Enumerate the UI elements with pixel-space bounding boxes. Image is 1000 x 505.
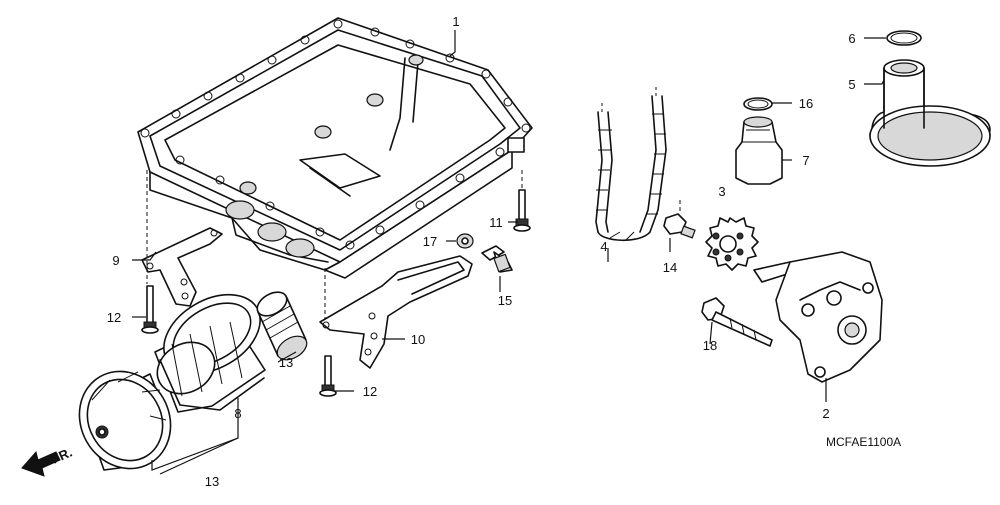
oil-filter-boss-13 <box>256 291 308 361</box>
oil-pump-assembly-2 <box>753 251 883 383</box>
callout-12-center: 12 <box>363 384 377 399</box>
flange-bolt-12-center <box>319 355 337 397</box>
callout-17: 17 <box>423 234 437 249</box>
o-ring-16 <box>743 97 773 111</box>
front-direction-arrow: FR. <box>21 445 74 477</box>
callout-15: 15 <box>498 293 512 308</box>
oil-pump-bolt-18 <box>701 297 773 347</box>
oil-filter-rear-8 <box>154 293 266 413</box>
callout-11: 11 <box>489 215 503 230</box>
callout-14: 14 <box>663 260 677 275</box>
oil-strainer-5 <box>869 59 991 167</box>
callout-4: 4 <box>600 239 607 254</box>
oil-pump-sprocket-3 <box>705 217 759 271</box>
callout-16: 16 <box>799 96 813 111</box>
oil-pan <box>137 17 533 279</box>
callout-5: 5 <box>848 77 855 92</box>
callout-13-filter: 13 <box>205 474 219 489</box>
callout-10: 10 <box>411 332 425 347</box>
callout-3: 3 <box>718 184 725 199</box>
oil-filter-front-13 <box>78 370 172 471</box>
callout-labels: 1 2 3 4 5 6 7 8 9 10 11 12 12 13 13 14 1… <box>107 14 856 489</box>
callout-2: 2 <box>822 406 829 421</box>
callout-9: 9 <box>112 253 119 268</box>
front-label: FR. <box>49 445 74 467</box>
baffle-bracket-small <box>141 227 223 307</box>
callout-8: 8 <box>234 406 241 421</box>
callout-12-left: 12 <box>107 310 121 325</box>
oil-pressure-relief-valve-7 <box>735 116 783 185</box>
callout-1: 1 <box>452 14 459 29</box>
drain-bolt-15 <box>481 245 513 273</box>
flange-bolt-11 <box>513 189 531 232</box>
leader-lines <box>132 30 886 475</box>
oil-strainer-bracket <box>319 255 473 369</box>
sealing-washer-17 <box>456 233 474 249</box>
callout-7: 7 <box>802 153 809 168</box>
oil-pump-drive-chain-4 <box>595 84 667 242</box>
o-ring-6 <box>886 30 922 46</box>
callout-6: 6 <box>848 31 855 46</box>
callout-13-boss: 13 <box>279 355 293 370</box>
callout-18: 18 <box>703 338 717 353</box>
diagram-code: MCFAE1100A <box>826 435 901 449</box>
sprocket-bolt-14 <box>663 213 696 239</box>
flange-bolt-12-left <box>141 285 159 334</box>
